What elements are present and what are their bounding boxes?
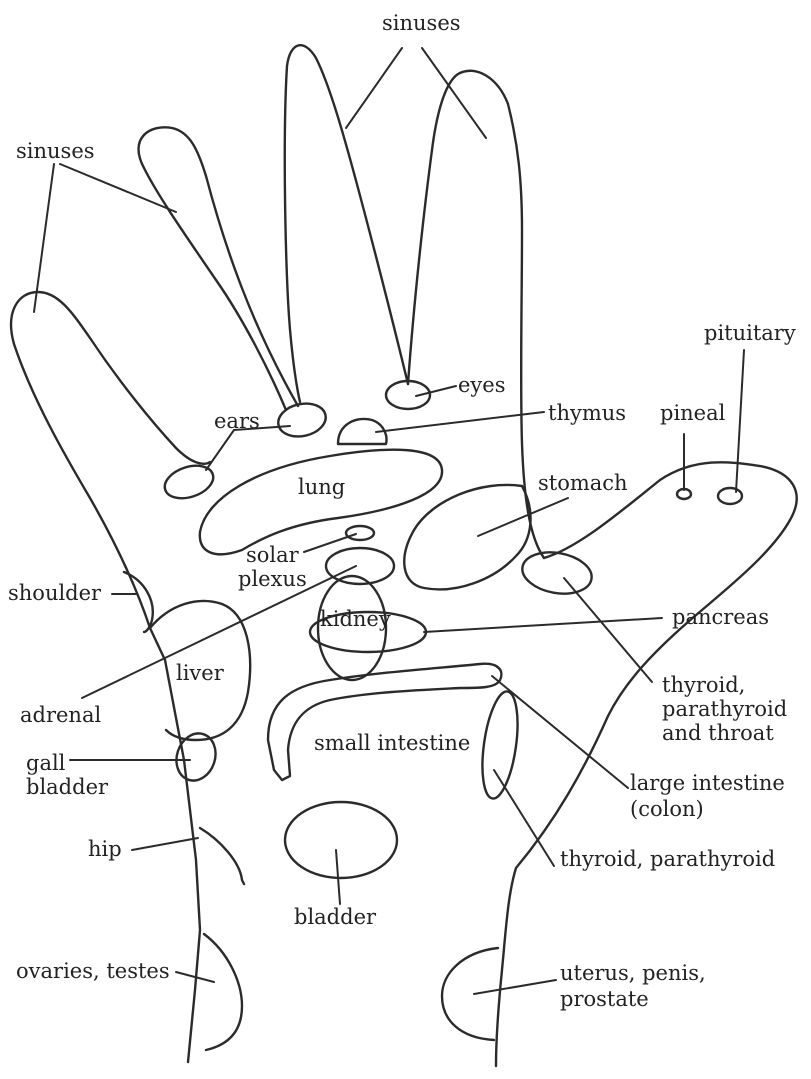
leader-sinuses-left-a: [34, 164, 54, 312]
pituitary-zone: [718, 488, 742, 504]
leader-thyroid-parathyroid: [494, 770, 554, 866]
label-ovaries-testes: ovaries, testes: [16, 959, 170, 983]
ring-finger-outline: [139, 127, 298, 410]
label-pancreas: pancreas: [672, 605, 769, 629]
hip-zone: [200, 828, 244, 884]
label-small-intestine: small intestine: [314, 731, 470, 755]
leader-pancreas: [424, 618, 662, 632]
solar-plexus-zone: [346, 526, 374, 540]
label-uterus: uterus, penis,: [560, 961, 706, 985]
leader-pituitary: [736, 350, 744, 492]
middle-finger-outline: [285, 45, 408, 402]
label-stomach: stomach: [538, 471, 628, 495]
stomach-zone: [404, 485, 530, 589]
leader-sinuses-left-b: [60, 164, 176, 212]
leader-thyroid-throat: [564, 578, 652, 682]
label-thyroid-throat-1: thyroid,: [662, 673, 745, 697]
label-pituitary: pituitary: [704, 321, 796, 345]
large-intestine-zone: [268, 664, 501, 780]
label-sinuses-top: sinuses: [382, 11, 461, 35]
leader-uterus: [474, 980, 556, 994]
label-thymus: thymus: [548, 401, 626, 425]
thyroid-throat-zone: [519, 547, 595, 599]
leader-hip: [132, 838, 198, 850]
label-colon: (colon): [630, 797, 704, 821]
label-gall: gall: [26, 751, 66, 775]
colon-descending-zone: [477, 689, 524, 800]
label-plexus: plexus: [238, 567, 307, 591]
label-adrenal: adrenal: [20, 703, 101, 727]
ovaries-testes-zone: [204, 934, 242, 1050]
label-bladder-gall: bladder: [26, 775, 109, 799]
leader-eyes: [416, 386, 456, 396]
lung-zone: [200, 450, 442, 555]
leader-stomach: [478, 498, 568, 536]
uterus-prostate-zone: [442, 948, 498, 1040]
label-thyroid-throat-3: and throat: [662, 721, 774, 745]
leader-ears-b: [206, 430, 234, 470]
leader-large-intestine: [492, 676, 628, 788]
bladder-zone: [285, 802, 397, 878]
label-thyroid-parathyroid: thyroid, parathyroid: [560, 847, 775, 871]
label-liver: liver: [176, 661, 225, 685]
label-prostate: prostate: [560, 987, 649, 1011]
label-thyroid-throat-2: parathyroid: [662, 697, 787, 721]
label-shoulder: shoulder: [8, 581, 102, 605]
leader-thymus: [376, 412, 544, 432]
index-finger-outline: [408, 71, 544, 558]
label-solar: solar: [246, 543, 300, 567]
label-pineal: pineal: [660, 401, 726, 425]
label-hip: hip: [88, 837, 122, 861]
label-ears: ears: [214, 409, 260, 433]
label-sinuses-left: sinuses: [16, 139, 95, 163]
label-lung: lung: [298, 475, 345, 499]
label-eyes: eyes: [458, 373, 506, 397]
label-kidney: kidney: [320, 607, 391, 631]
leader-sinuses-top-b: [422, 48, 486, 138]
label-bladder: bladder: [294, 905, 377, 929]
label-large-intestine: large intestine: [630, 771, 785, 795]
leader-sinuses-top-a: [346, 48, 402, 128]
